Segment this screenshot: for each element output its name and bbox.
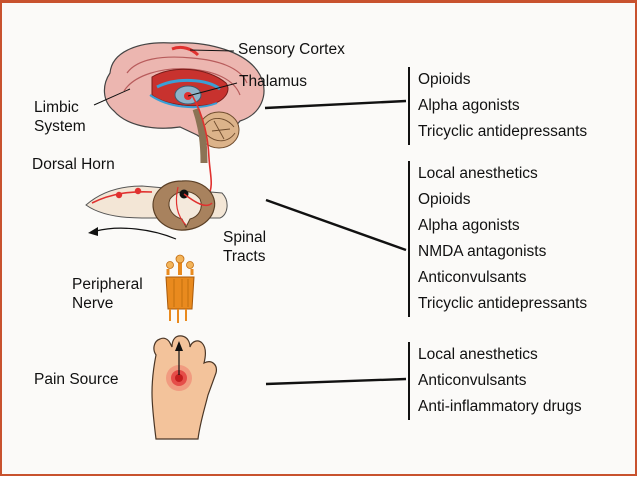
peripheral-nerve-label-line2: Nerve [72, 295, 113, 313]
spinal-cord-illustration [86, 181, 227, 230]
drug-item: NMDA antagonists [418, 239, 587, 265]
drug-item: Tricyclic antidepressants [418, 291, 587, 317]
drug-item: Anti-inflammatory drugs [418, 394, 582, 420]
drug-item: Local anesthetics [418, 161, 587, 187]
drug-item: Opioids [418, 67, 587, 93]
spinal-arrow [88, 227, 176, 239]
drug-item: Anticonvulsants [418, 368, 582, 394]
brain-illustration [104, 43, 263, 197]
drug-list-brain: Opioids Alpha agonists Tricyclic antidep… [408, 67, 587, 145]
drug-item: Alpha agonists [418, 213, 587, 239]
dorsal-horn-label: Dorsal Horn [32, 156, 115, 174]
drug-list-spinal: Local anesthetics Opioids Alpha agonists… [408, 161, 587, 317]
pain-source-label: Pain Source [34, 371, 118, 389]
drug-item: Alpha agonists [418, 93, 587, 119]
thalamus-label: Thalamus [239, 73, 307, 91]
peripheral-nerve-label-line1: Peripheral [72, 276, 143, 294]
peripheral-nerve-illustration [166, 255, 194, 323]
spinal-tracts-label-line2: Tracts [223, 248, 265, 266]
drug-item: Local anesthetics [418, 342, 582, 368]
limbic-system-label-line1: Limbic [34, 99, 79, 117]
sensory-cortex-label: Sensory Cortex [238, 41, 345, 59]
connector-lines [265, 101, 406, 384]
drug-list-peripheral: Local anesthetics Anticonvulsants Anti-i… [408, 342, 582, 420]
spinal-tracts-label-line1: Spinal [223, 229, 266, 247]
drug-item: Tricyclic antidepressants [418, 119, 587, 145]
drug-item: Anticonvulsants [418, 265, 587, 291]
limbic-system-label-line2: System [34, 118, 86, 136]
hand-illustration [152, 336, 216, 439]
drug-item: Opioids [418, 187, 587, 213]
